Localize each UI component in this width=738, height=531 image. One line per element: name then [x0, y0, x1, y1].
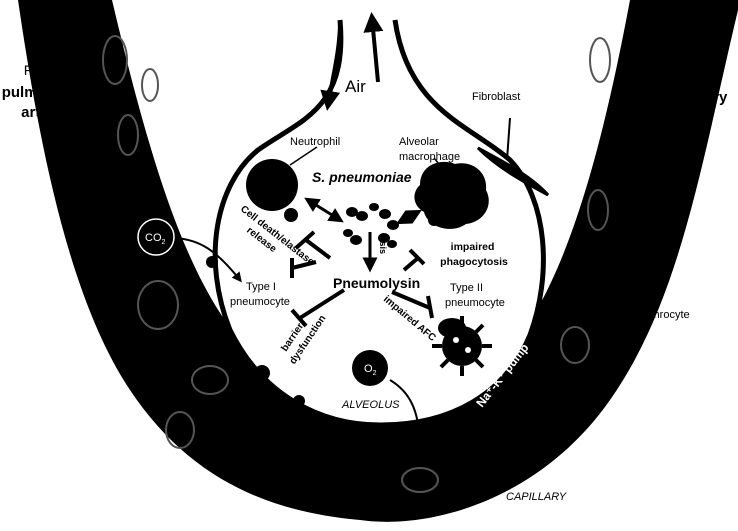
alveolar-macrophage-label: Alveolar macrophage	[399, 136, 460, 163]
air-label: Air	[345, 77, 366, 96]
neutrophil-nucleus-dot	[284, 208, 298, 222]
type1-pneumocyte-shapes	[206, 256, 305, 407]
air-inflow-arrow	[320, 21, 342, 111]
erythrocyte-label: Erythrocyte	[634, 309, 690, 321]
o2-label: O2	[364, 363, 377, 377]
na-k-pump-cell	[432, 316, 492, 376]
neutrophil-cell	[246, 159, 298, 211]
arterial-flow-arrow	[57, 133, 105, 258]
inhibition-markers	[290, 230, 434, 328]
o2-transfer-line	[389, 379, 421, 441]
o2-bubble	[352, 350, 388, 386]
co2-label: CO2	[145, 232, 166, 246]
capillary-label: CAPILLARY	[506, 491, 567, 503]
venous-flow-arrow	[645, 148, 690, 263]
impaired-phagocytosis-label: impaired phagocytosis	[440, 241, 508, 268]
co2-bubble	[137, 218, 175, 256]
co2-transfer-line	[175, 237, 242, 283]
s-pneumoniae-bacteria	[343, 203, 399, 248]
to-pulmonary-vein-label: To pulmonary vein	[651, 67, 732, 127]
alveolus-label: ALVEOLUS	[341, 399, 400, 411]
erythrocyte-texture	[102, 35, 611, 493]
s-pneumoniae-label: S. pneumoniae	[312, 169, 412, 185]
macrophage-bacteria-arrow	[396, 209, 422, 225]
fibroblast-cell	[476, 146, 550, 197]
fibroblast-pointer	[506, 117, 511, 161]
macrophage-dot	[428, 214, 440, 226]
air-outflow-arrow	[363, 12, 384, 83]
neutrophil-pointer	[289, 146, 318, 166]
type2-pneumocyte-label: Type II pneumocyte	[445, 282, 505, 309]
neutrophil-label: Neutrophil	[290, 136, 340, 148]
macrophage-pointer	[433, 157, 445, 171]
fibroblast-label: Fibroblast	[472, 91, 520, 103]
neutrophil-bacteria-arrow	[304, 197, 344, 223]
lysis-label: lysis	[378, 234, 388, 254]
pneumolysin-label: Pneumolysin	[333, 275, 420, 291]
from-pulmonary-artery-label: From pulmonary artery	[2, 62, 83, 121]
alveolar-macrophage-cell	[414, 161, 489, 229]
type1-pneumocyte-label: Type I pneumocyte	[230, 281, 290, 308]
